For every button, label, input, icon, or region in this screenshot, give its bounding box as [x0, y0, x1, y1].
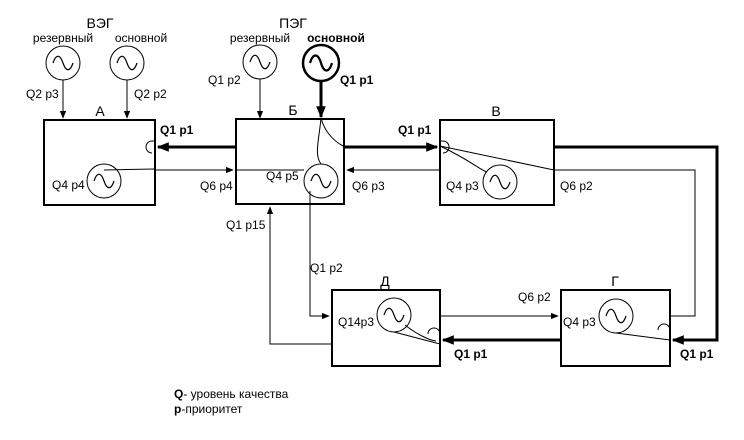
peg-main-label: основной — [307, 31, 365, 45]
node-v-generator-quality: Q4 p3 — [446, 179, 479, 193]
peg-reserve-quality: Q1 p2 — [208, 73, 241, 87]
node-d-generator-icon — [376, 297, 412, 333]
link-v-to-g-label: Q1 p1 — [680, 347, 714, 361]
node-a-name: А — [95, 103, 105, 119]
link-g-to-d-label: Q1 p1 — [454, 347, 488, 361]
veg-main-generator-icon — [109, 45, 145, 81]
node-d-name: Д — [380, 273, 390, 289]
node-g-generator-quality: Q4 p3 — [563, 315, 596, 329]
veg-main-quality: Q2 p2 — [134, 87, 167, 101]
legend-quality: Q- уровень качества — [174, 387, 289, 401]
link-v-loop-label: Q6 p2 — [560, 179, 593, 193]
veg-reserve-label: резервный — [33, 31, 93, 45]
node-b-generator-icon — [303, 163, 339, 199]
link-d-to-g-label: Q6 p2 — [518, 290, 551, 304]
veg-reserve-quality: Q2 p3 — [26, 87, 59, 101]
peg-reserve-label: резервный — [230, 31, 290, 45]
link-d-to-b-label: Q1 p15 — [226, 218, 266, 232]
node-a-generator-quality: Q4 p4 — [52, 178, 85, 192]
legend-priority: p-приоритет — [174, 402, 243, 416]
node-v-name: В — [491, 103, 500, 119]
node-a-generator-icon — [86, 163, 122, 199]
veg-reserve-generator-icon — [45, 45, 81, 81]
link-b-to-a-label: Q1 p1 — [160, 123, 194, 137]
veg-main-label: основной — [115, 31, 167, 45]
node-g-generator-icon — [598, 298, 634, 334]
node-v-generator-icon — [482, 164, 518, 200]
group-title-peg: ПЭГ — [279, 15, 307, 31]
link-b-to-v-label: Q1 p1 — [398, 123, 432, 137]
link-b-to-d-label: Q1 p2 — [310, 261, 343, 275]
node-d-generator-quality: Q14p3 — [338, 315, 374, 329]
peg-main-generator-icon — [301, 43, 341, 83]
link-a-to-b-label: Q6 p4 — [200, 179, 233, 193]
node-g-name: Г — [611, 273, 619, 289]
group-title-veg: ВЭГ — [87, 15, 114, 31]
node-b-name: Б — [288, 102, 297, 118]
node-b-generator-quality: Q4 p5 — [266, 169, 299, 183]
peg-main-quality: Q1 p1 — [340, 73, 374, 87]
peg-reserve-generator-icon — [242, 44, 278, 80]
link-v-to-b-label: Q6 p3 — [352, 179, 385, 193]
